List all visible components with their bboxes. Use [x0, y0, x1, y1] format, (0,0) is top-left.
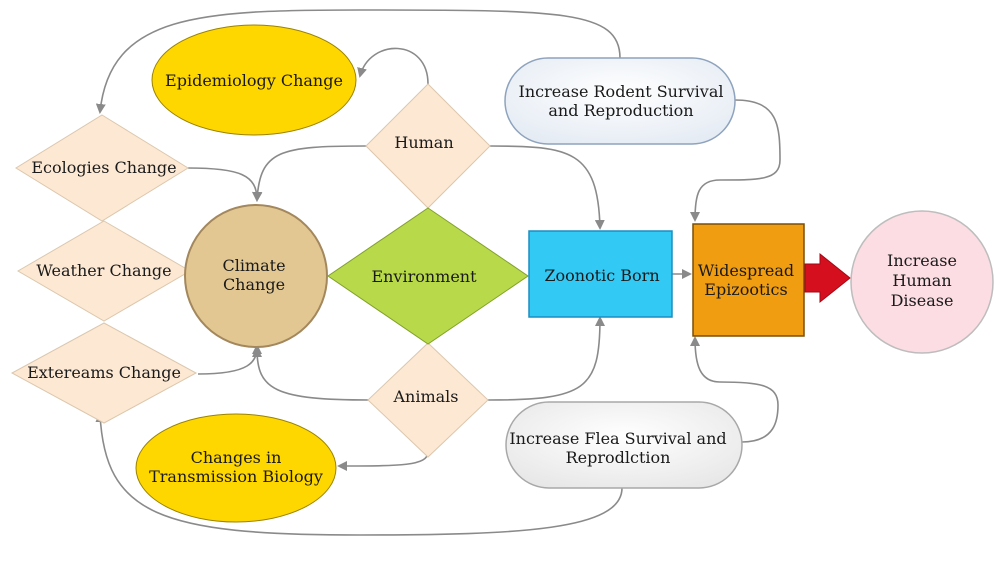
- rodent-survival-label-line2: and Reproduction: [548, 101, 693, 120]
- node-rodent-survival: Increase Rodent Survival and Reproductio…: [504, 57, 736, 145]
- widespread-epizootics-label-line2: Epizootics: [704, 280, 787, 299]
- connector-human-to-epidemiology: [357, 47, 429, 85]
- climate-change-label-line1: Climate: [222, 256, 285, 275]
- node-transmission-biology: Changes in Transmission Biology: [135, 413, 337, 523]
- flea-survival-label-line1: Increase Flea Survival and: [509, 429, 726, 448]
- big-red-arrow: [804, 252, 851, 304]
- transmission-biology-label-line1: Changes in: [191, 448, 282, 467]
- node-environment: Environment: [327, 207, 529, 345]
- transmission-biology-label-line2: Transmission Biology: [149, 467, 323, 486]
- human-disease-label-line2: Human: [892, 271, 951, 290]
- ecologies-change-label: Ecologies Change: [31, 158, 176, 177]
- node-human-disease: Increase Human Disease: [850, 210, 994, 354]
- extereams-change-label: Extereams Change: [27, 363, 181, 382]
- epidemiology-change-label: Epidemiology Change: [165, 71, 343, 90]
- connector-ecologies-to-climate: [187, 167, 262, 202]
- connector-human-to-zoonotic: [489, 145, 605, 230]
- connector-human-to-climate: [252, 145, 367, 202]
- node-climate-change: Climate Change: [184, 204, 328, 348]
- connector-rodent-to-epizootics: [690, 99, 781, 222]
- human-disease-label-line1: Increase: [887, 251, 957, 270]
- connector-flea-to-epizootics: [690, 336, 779, 443]
- node-epidemiology-change: Epidemiology Change: [151, 24, 357, 136]
- widespread-epizootics-label-line1: Widespread: [698, 261, 794, 280]
- animals-label: Animals: [392, 387, 458, 406]
- connector-bottom-loop-to-extereams: [95, 412, 623, 536]
- connector-animals-to-climate: [252, 347, 371, 401]
- climate-change-label-line2: Change: [223, 275, 285, 294]
- node-widespread-epizootics: Widespread Epizootics: [692, 223, 805, 337]
- node-animals: Animals: [367, 342, 489, 458]
- node-human: Human: [365, 83, 491, 209]
- rodent-survival-label-line1: Increase Rodent Survival: [519, 82, 724, 101]
- flea-survival-label-line2: Reprodlction: [566, 448, 671, 467]
- connector-animals-to-zoonotic: [487, 316, 605, 401]
- human-disease-label-line3: Disease: [891, 291, 954, 310]
- connector-extereams-to-climate: [197, 344, 262, 375]
- node-extereams-change: Extereams Change: [10, 322, 198, 424]
- node-weather-change: Weather Change: [17, 220, 191, 322]
- node-ecologies-change: Ecologies Change: [15, 114, 189, 222]
- connector-animals-to-transmission: [337, 451, 429, 471]
- node-zoonotic-born: Zoonotic Born: [528, 230, 673, 318]
- human-label: Human: [394, 133, 453, 152]
- connectors: [95, 9, 781, 536]
- weather-change-label: Weather Change: [36, 261, 171, 280]
- environment-label: Environment: [371, 267, 477, 286]
- node-flea-survival: Increase Flea Survival and Reprodlction: [505, 401, 743, 489]
- connector-rodent-to-ecologies: [95, 9, 621, 114]
- zoonotic-born-label: Zoonotic Born: [544, 266, 659, 285]
